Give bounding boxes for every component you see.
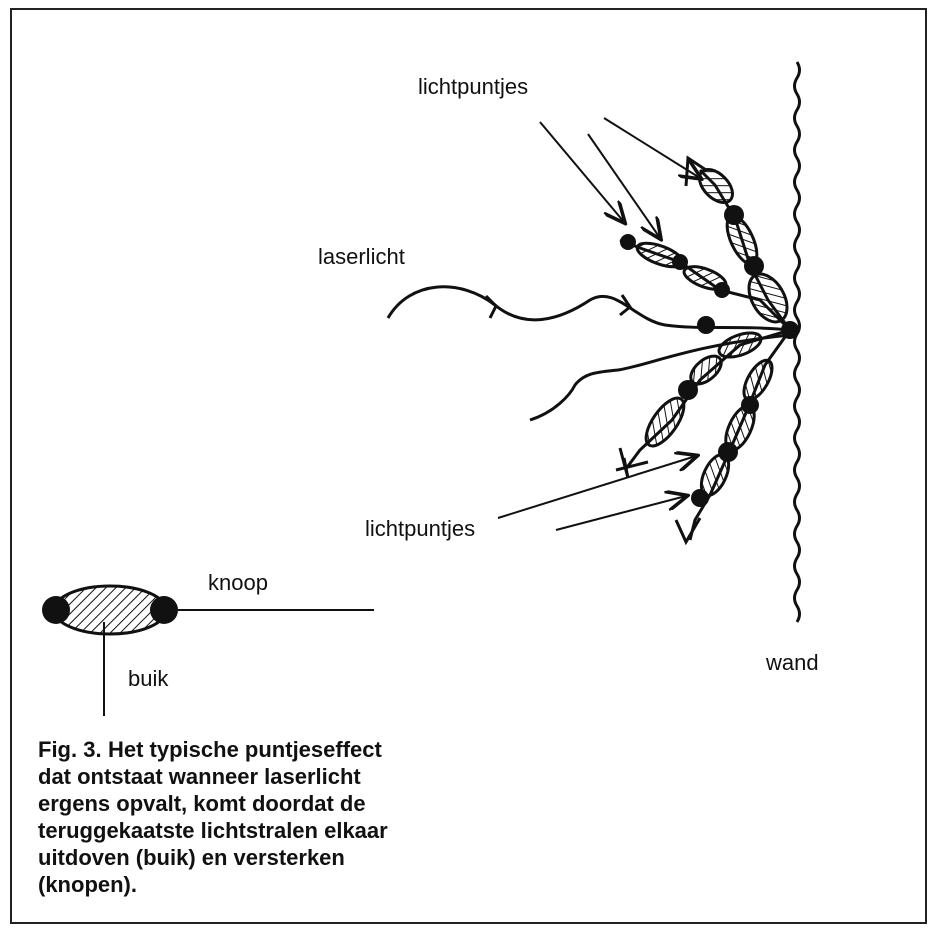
label-laserlicht: laserlicht bbox=[318, 246, 405, 268]
label-wand: wand bbox=[766, 652, 819, 674]
laser-beam-marker bbox=[486, 296, 496, 318]
node-dot bbox=[714, 282, 730, 298]
legend-node-left bbox=[42, 596, 70, 624]
caption-figure-number: Fig. 3. bbox=[38, 736, 108, 763]
wall-line bbox=[795, 62, 800, 622]
legend-node-right bbox=[150, 596, 178, 624]
caption-line: Het typische puntjeseffect bbox=[108, 737, 382, 762]
caption-line: dat ontstaat wanneer laserlicht bbox=[38, 763, 508, 790]
caption-line: ergens opvalt, komt doordat de bbox=[38, 790, 508, 817]
pointer-arrow bbox=[604, 118, 700, 178]
node-dot bbox=[620, 234, 636, 250]
label-lichtpuntjes-bottom: lichtpuntjes bbox=[365, 518, 475, 540]
caption-line: uitdoven (buik) en versterken bbox=[38, 844, 508, 871]
pointer-arrow bbox=[498, 456, 696, 518]
node-dot bbox=[744, 256, 764, 276]
pointer-arrow bbox=[556, 496, 686, 530]
impact-dot bbox=[781, 321, 799, 339]
beam-arrowhead bbox=[676, 518, 700, 542]
node-dot bbox=[678, 380, 698, 400]
antinode-lobe bbox=[741, 267, 795, 328]
legend-antinode bbox=[54, 586, 166, 634]
node-dot bbox=[697, 316, 715, 334]
reflected-beam-down-left bbox=[625, 330, 790, 470]
antinode-lobe bbox=[738, 356, 777, 404]
node-dot bbox=[691, 489, 709, 507]
label-lichtpuntjes-top: lichtpuntjes bbox=[418, 76, 528, 98]
antinode-lobe bbox=[716, 328, 764, 362]
pointer-arrow bbox=[540, 122, 624, 222]
pointer-arrow bbox=[588, 134, 660, 238]
figure-caption: Fig. 3.Het typische puntjeseffect dat on… bbox=[38, 736, 508, 898]
node-dot bbox=[718, 442, 738, 462]
node-dot bbox=[672, 254, 688, 270]
label-buik: buik bbox=[128, 668, 168, 690]
caption-line: teruggekaatste lichtstralen elkaar bbox=[38, 817, 508, 844]
node-dot bbox=[741, 396, 759, 414]
caption-line: (knopen). bbox=[38, 871, 508, 898]
label-knoop: knoop bbox=[208, 572, 268, 594]
antinode-lobe bbox=[639, 392, 691, 452]
node-dot bbox=[724, 205, 744, 225]
